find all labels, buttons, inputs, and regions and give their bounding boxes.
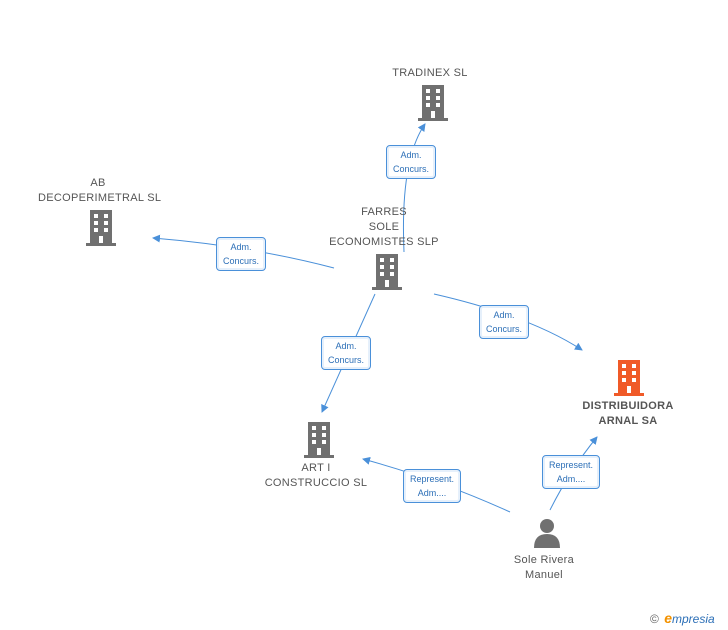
- art-label-line2: CONSTRUCCIO SL: [264, 477, 368, 489]
- sole-label-line2: Manuel: [525, 569, 563, 581]
- edge-label-line2: Concurs.: [486, 324, 523, 334]
- edge-label-line1: Represent.: [549, 460, 594, 470]
- edge-label-line2: Adm....: [417, 488, 447, 498]
- edge-label-line1: Represent.: [410, 474, 455, 484]
- brand-initial: e: [664, 610, 672, 626]
- art-label-line1: ART I: [301, 462, 331, 474]
- tradinex-label[interactable]: TRADINEX SL: [392, 67, 468, 79]
- farres-sole-label[interactable]: FARRES SOLE ECONOMISTES SLP: [324, 205, 444, 250]
- farres-label-line2: SOLE: [368, 221, 400, 233]
- farres-label-line1: FARRES: [361, 206, 407, 218]
- edge-label-line2: Concurs.: [328, 355, 365, 365]
- farres-label-line3: ECONOMISTES SLP: [329, 236, 439, 248]
- building-icon[interactable]: [304, 422, 334, 458]
- edge-label-line1: Adm.: [400, 150, 422, 160]
- distribuidora-label-line1: DISTRIBUIDORA: [582, 400, 674, 412]
- art-i-construccio-label[interactable]: ART I CONSTRUCCIO SL: [256, 461, 376, 491]
- edge-label-line2: Concurs.: [223, 256, 260, 266]
- distribuidora-label-line2: ARNAL SA: [598, 415, 658, 427]
- sole-label-line1: Sole Rivera: [513, 554, 575, 566]
- person-icon[interactable]: [532, 518, 562, 548]
- building-icon[interactable]: [418, 85, 448, 121]
- edge-label-line2: Concurs.: [393, 164, 430, 174]
- edge-label-line1: Adm.: [493, 310, 515, 320]
- edge-label-farres-ab[interactable]: Adm. Concurs.: [216, 237, 267, 271]
- edge-label-line1: Adm.: [230, 242, 252, 252]
- edge-label-sole-distribuidora[interactable]: Represent. Adm....: [542, 455, 601, 489]
- empresia-logo[interactable]: © empresia: [650, 610, 715, 626]
- building-icon[interactable]: [372, 254, 402, 290]
- edge-label-line1: Adm.: [335, 341, 357, 351]
- edge-label-farres-art[interactable]: Adm. Concurs.: [321, 336, 372, 370]
- edge-label-farres-distribuidora[interactable]: Adm. Concurs.: [479, 305, 530, 339]
- building-icon[interactable]: [86, 210, 116, 246]
- sole-rivera-manuel-label[interactable]: Sole Rivera Manuel: [494, 553, 594, 583]
- ab-label-line1: AB: [90, 177, 106, 189]
- edge-label-farres-tradinex[interactable]: Adm. Concurs.: [386, 145, 437, 179]
- building-icon[interactable]: [614, 360, 644, 396]
- edge-label-sole-art[interactable]: Represent. Adm....: [403, 469, 462, 503]
- copyright-symbol: ©: [650, 612, 659, 626]
- distribuidora-arnal-label[interactable]: DISTRIBUIDORA ARNAL SA: [568, 399, 688, 429]
- brand-name: mpresia: [671, 612, 715, 626]
- ab-decoperimetral-label[interactable]: AB DECOPERIMETRAL SL: [38, 176, 162, 206]
- ab-label-line2: DECOPERIMETRAL SL: [38, 192, 162, 204]
- edge-label-line2: Adm....: [556, 474, 586, 484]
